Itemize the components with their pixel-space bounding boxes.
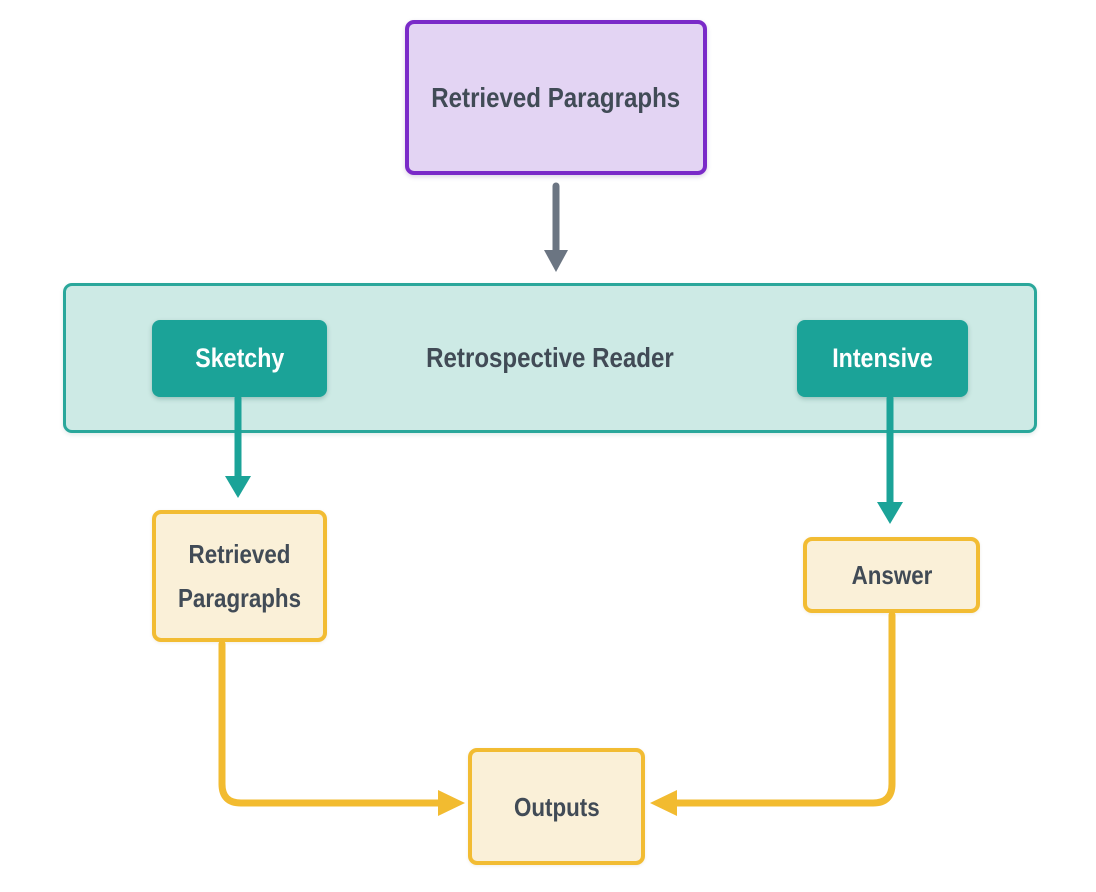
node-label: Outputs: [513, 791, 600, 822]
node-outputs: Outputs: [468, 748, 645, 865]
node-answer: Answer: [803, 537, 980, 613]
node-label: Retrieved Paragraphs: [177, 539, 302, 613]
node-retrieved-paragraphs-left: Retrieved Paragraphs: [152, 510, 327, 642]
node-label: Retrieved Paragraphs: [431, 81, 681, 113]
retrospective-reader-label: Retrospective Reader: [426, 342, 674, 373]
node-label: Sketchy: [194, 343, 285, 373]
arrow-retrieved-to-reader: [544, 182, 568, 272]
node-label: Answer: [851, 560, 932, 590]
arrow-retrieved-to-outputs: [218, 640, 465, 816]
node-intensive-module: Intensive: [797, 320, 968, 397]
node-retrieved-paragraphs-top: Retrieved Paragraphs: [405, 20, 707, 175]
node-sketchy-module: Sketchy: [152, 320, 327, 397]
arrow-answer-to-outputs: [650, 611, 896, 816]
node-label: Intensive: [832, 343, 933, 373]
